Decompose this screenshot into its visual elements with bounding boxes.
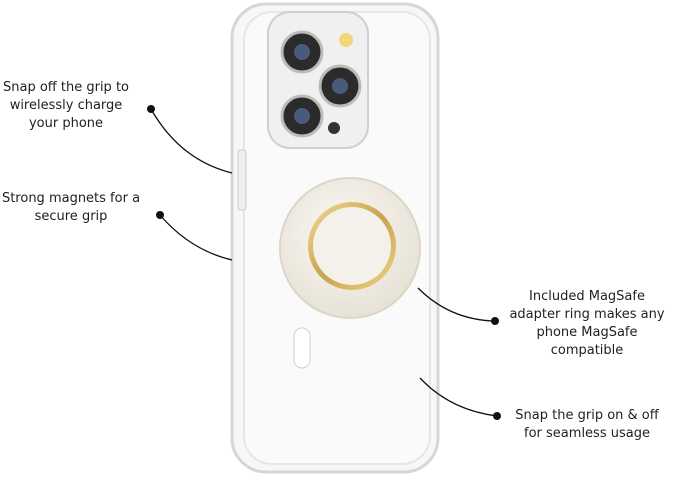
callout-line [150,108,233,174]
callout-snap-grip: Snap the grip on & off for seamless usag… [515,408,659,441]
callout-wireless-charge: Snap off the grip to wirelessly charge y… [3,80,129,131]
callout-dot [493,412,501,420]
flash-icon [339,33,353,47]
callout-line [417,287,496,322]
magsafe-slot [293,327,311,369]
callout-magnets: Strong magnets for a secure grip [1,191,141,224]
callout-dot [491,317,499,325]
camera-module [267,11,369,149]
callout-dot [156,211,164,219]
popgrip [279,177,421,319]
callout-line [159,214,233,261]
side-button [237,149,247,211]
lidar-icon [328,122,340,134]
callout-line [419,377,498,417]
callout-magsafe-adapter: Included MagSafe adapter ring makes any … [509,289,665,358]
callout-dot [147,105,155,113]
